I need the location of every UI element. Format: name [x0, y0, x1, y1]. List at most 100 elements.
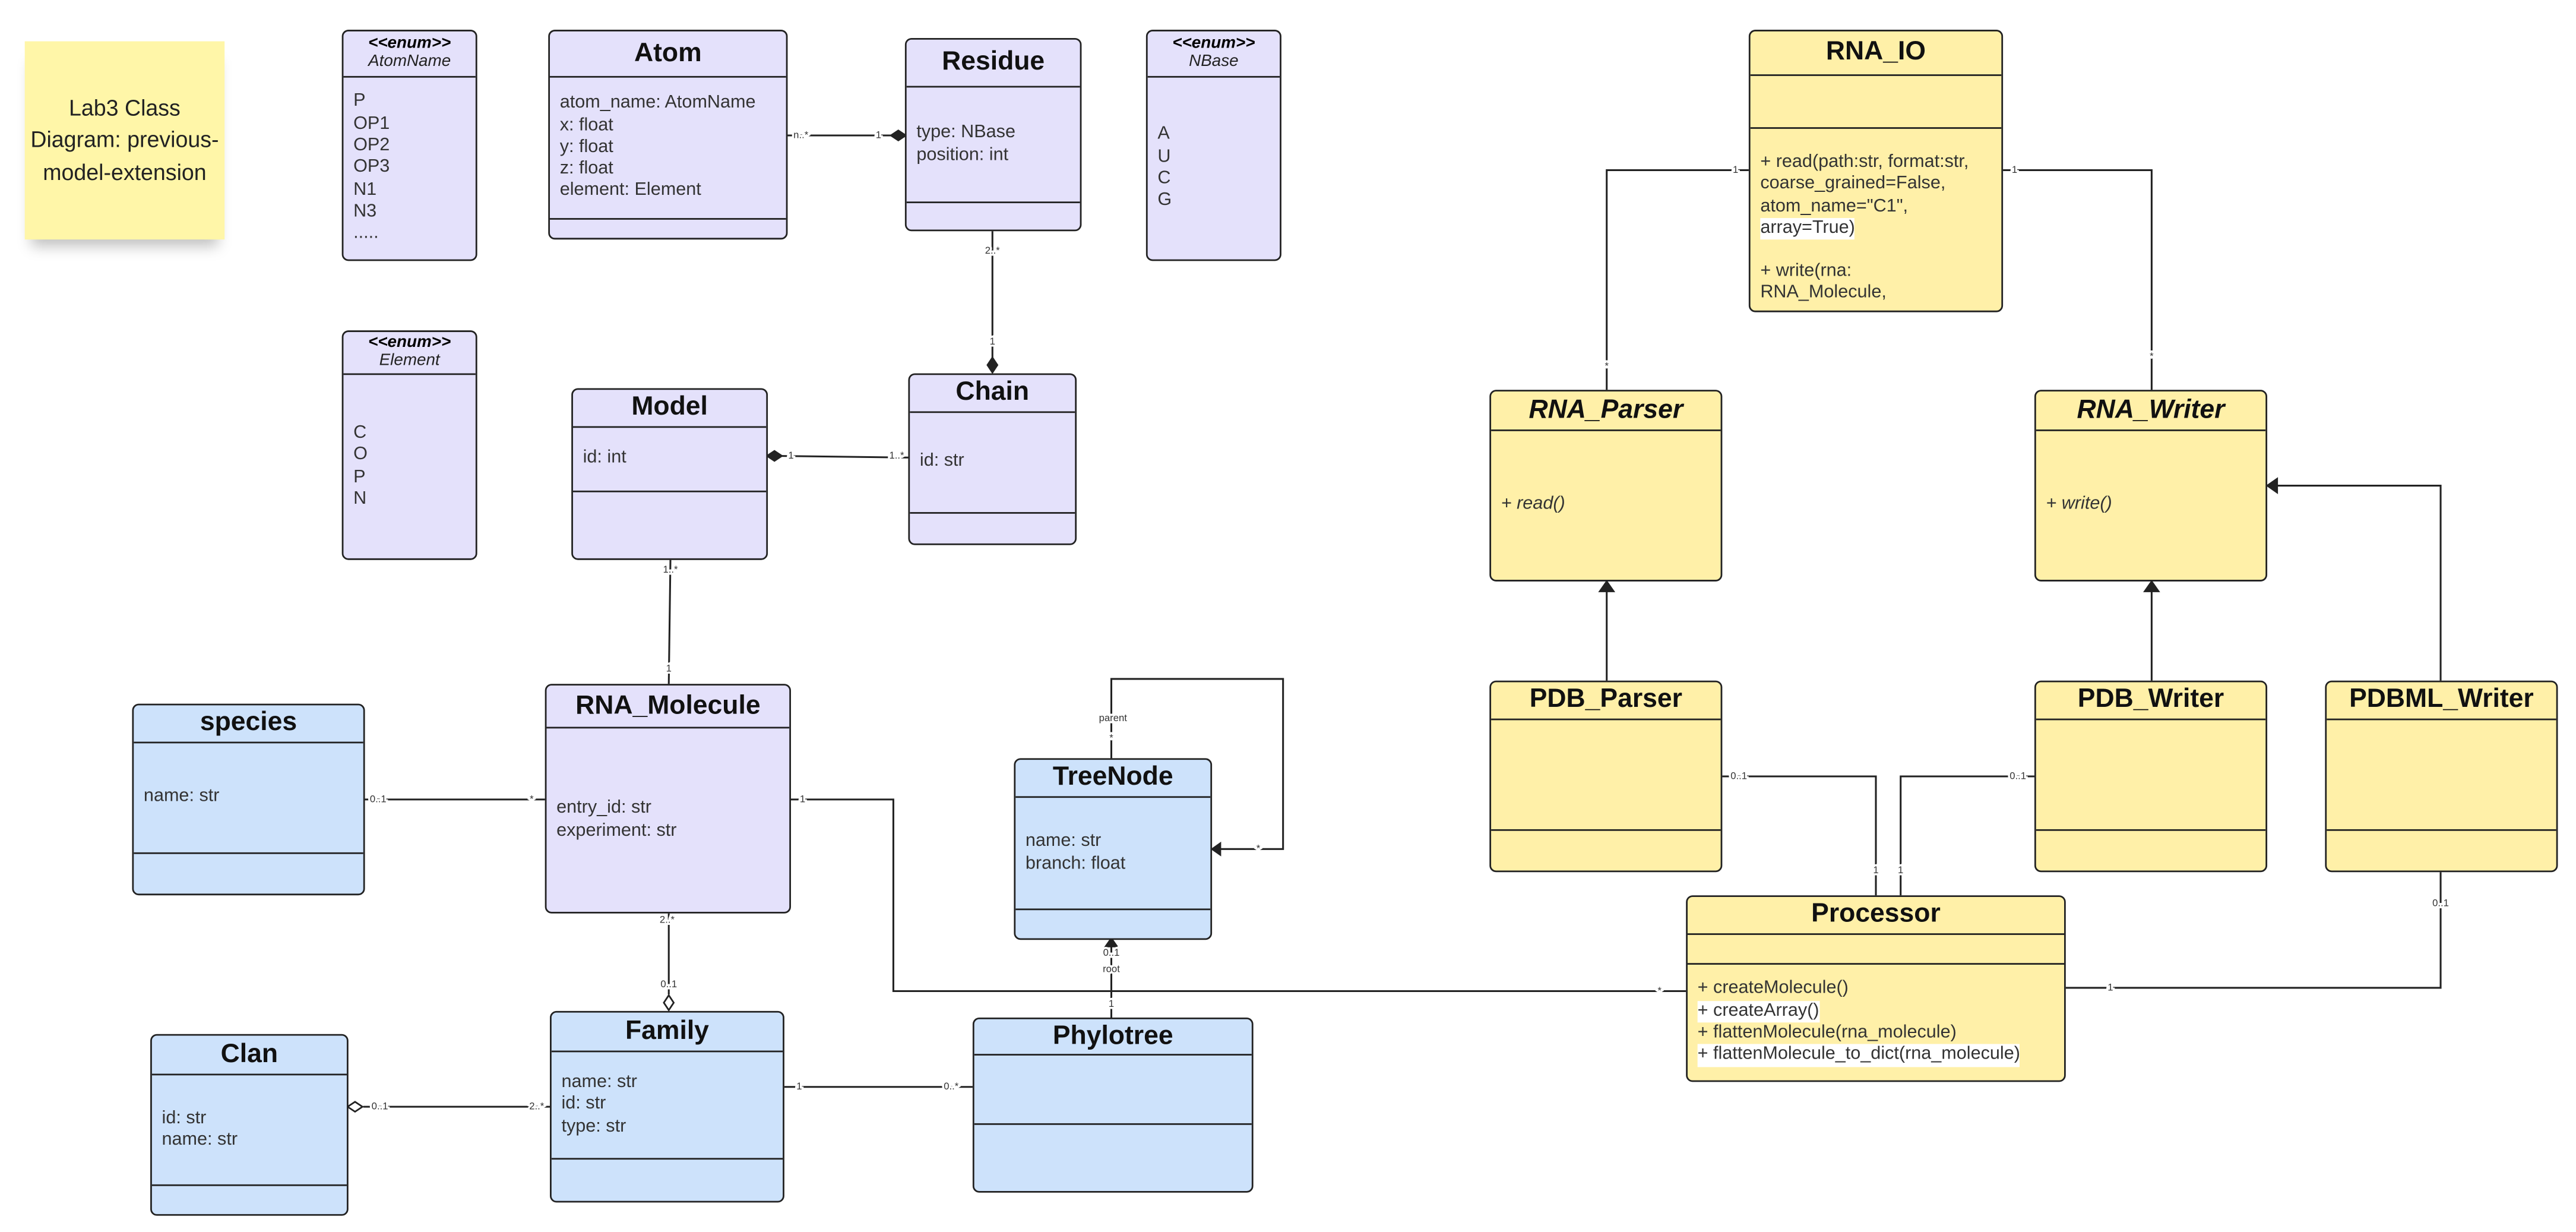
connector-io-parser — [1606, 169, 1749, 390]
multiplicity-label: root — [1103, 964, 1120, 975]
multiplicity-label: 0..* — [944, 1081, 959, 1092]
arrowhead-icon — [1210, 841, 1221, 857]
attribute: id: str — [919, 451, 964, 472]
class-header: <<enum>>NBase — [1147, 31, 1280, 78]
enum-value: N3 — [353, 201, 377, 222]
multiplicity-label: * — [1109, 732, 1113, 743]
multiplicity-label: 2..* — [660, 914, 675, 925]
class-header: RNA_Molecule — [546, 686, 790, 729]
method: + flattenMolecule(rna_molecule) — [1697, 1022, 1957, 1043]
class-phylotree[interactable]: Phylotree — [972, 1017, 1254, 1193]
attribute: type: NBase — [916, 122, 1015, 143]
arrowhead-icon — [1104, 937, 1119, 947]
class-rna-io[interactable]: RNA_IO + read(path:str, format:str,coarse… — [1748, 30, 2004, 312]
attribute: experiment: str — [556, 820, 677, 841]
class-processor[interactable]: Processor+ createMolecule()+ createArray… — [1686, 895, 2066, 1082]
attributes-section — [1750, 76, 2002, 129]
stereotype-label: <<enum>> — [1172, 34, 1255, 53]
enum-value: P — [353, 91, 366, 112]
class-header: PDB_Parser — [1491, 682, 1721, 721]
class-header: Model — [572, 390, 767, 428]
multiplicity-label: 1 — [666, 663, 672, 674]
connector-chain-model — [776, 454, 909, 459]
multiplicity-label: * — [2150, 350, 2154, 362]
attribute: x: float — [559, 115, 613, 135]
enum-value: P — [353, 466, 366, 487]
attributes-section: name: str — [134, 743, 363, 854]
methods-section: + read(path:str, format:str,coarse_grain… — [1751, 129, 2002, 311]
class-name: Model — [631, 393, 708, 422]
stereotype-label: <<enum>> — [368, 34, 451, 53]
method: RNA_Molecule, — [1760, 283, 1887, 304]
enum-value: N1 — [353, 179, 377, 200]
class-pdbml-writer[interactable]: PDBML_Writer — [2325, 680, 2558, 873]
attributes-section — [2036, 720, 2266, 831]
multiplicity-label: 1..* — [663, 564, 678, 575]
methods-section — [152, 1186, 347, 1214]
attribute: y: float — [559, 137, 613, 157]
attribute: name: str — [1025, 831, 1102, 851]
class-name: Chain — [955, 378, 1030, 407]
sticky-note[interactable]: Lab3 Class Diagram: previous-model-exten… — [24, 41, 225, 240]
multiplicity-label: 1 — [990, 336, 995, 347]
class-name: PDB_Writer — [2077, 686, 2224, 714]
class-rna-writer[interactable]: RNA_Writer + write() — [2034, 390, 2268, 582]
class-pdb-writer[interactable]: PDB_Writer — [2034, 680, 2268, 873]
class-header: Processor — [1687, 897, 2065, 935]
connector-molecule-processor — [791, 798, 1686, 993]
class-name: PDBML_Writer — [2349, 686, 2534, 714]
class-rna-parser[interactable]: RNA_Parser+ read() — [1489, 390, 1723, 582]
class-header: Residue — [906, 40, 1080, 88]
multiplicity-label: 1 — [2107, 981, 2113, 993]
stereotype-label: <<enum>> — [368, 333, 451, 352]
methods-section — [134, 854, 363, 894]
class-header: RNA_Writer — [2036, 391, 2266, 431]
class-header: RNA_IO — [1750, 31, 2002, 76]
method: + read(path:str, format:str, — [1760, 151, 1969, 172]
enum-value: ..... — [353, 223, 379, 244]
aggregation-diamond-icon — [663, 993, 675, 1012]
multiplicity-label: 1 — [788, 450, 793, 461]
methods-section — [552, 1160, 783, 1201]
method: + createArray() — [1697, 1000, 1819, 1023]
multiplicity-label: * — [1657, 985, 1662, 996]
attributes-section: id: str — [910, 413, 1075, 514]
methods-section — [1491, 831, 1721, 871]
inheritance-arrow-icon — [2265, 477, 2278, 494]
class-pdb-parser[interactable]: PDB_Parser — [1489, 680, 1723, 873]
multiplicity-label: 0..1 — [2009, 770, 2026, 781]
aggregation-diamond-icon — [346, 1101, 364, 1113]
enum-value: A — [1157, 124, 1170, 145]
multiplicity-label: 0..1 — [2432, 898, 2449, 909]
class-name: Element — [379, 352, 440, 370]
connector-pdbparser-processor — [1722, 775, 1877, 896]
methods-section: + read() — [1491, 431, 1721, 580]
methods-section — [1015, 910, 1210, 938]
attribute: z: float — [559, 159, 613, 179]
class-name: Family — [625, 1016, 709, 1045]
class-name: RNA_IO — [1825, 37, 1926, 67]
multiplicity-label: 1 — [876, 129, 881, 140]
method: + read() — [1501, 494, 1565, 514]
class-chain[interactable]: Chain id: str — [908, 373, 1077, 545]
methods-section: + write() — [2036, 431, 2266, 580]
method: + write() — [2046, 494, 2112, 514]
attribute: position: int — [916, 144, 1009, 165]
enum-value: OP2 — [353, 135, 390, 156]
enum-value: C — [353, 422, 367, 443]
methods-section — [573, 492, 766, 558]
